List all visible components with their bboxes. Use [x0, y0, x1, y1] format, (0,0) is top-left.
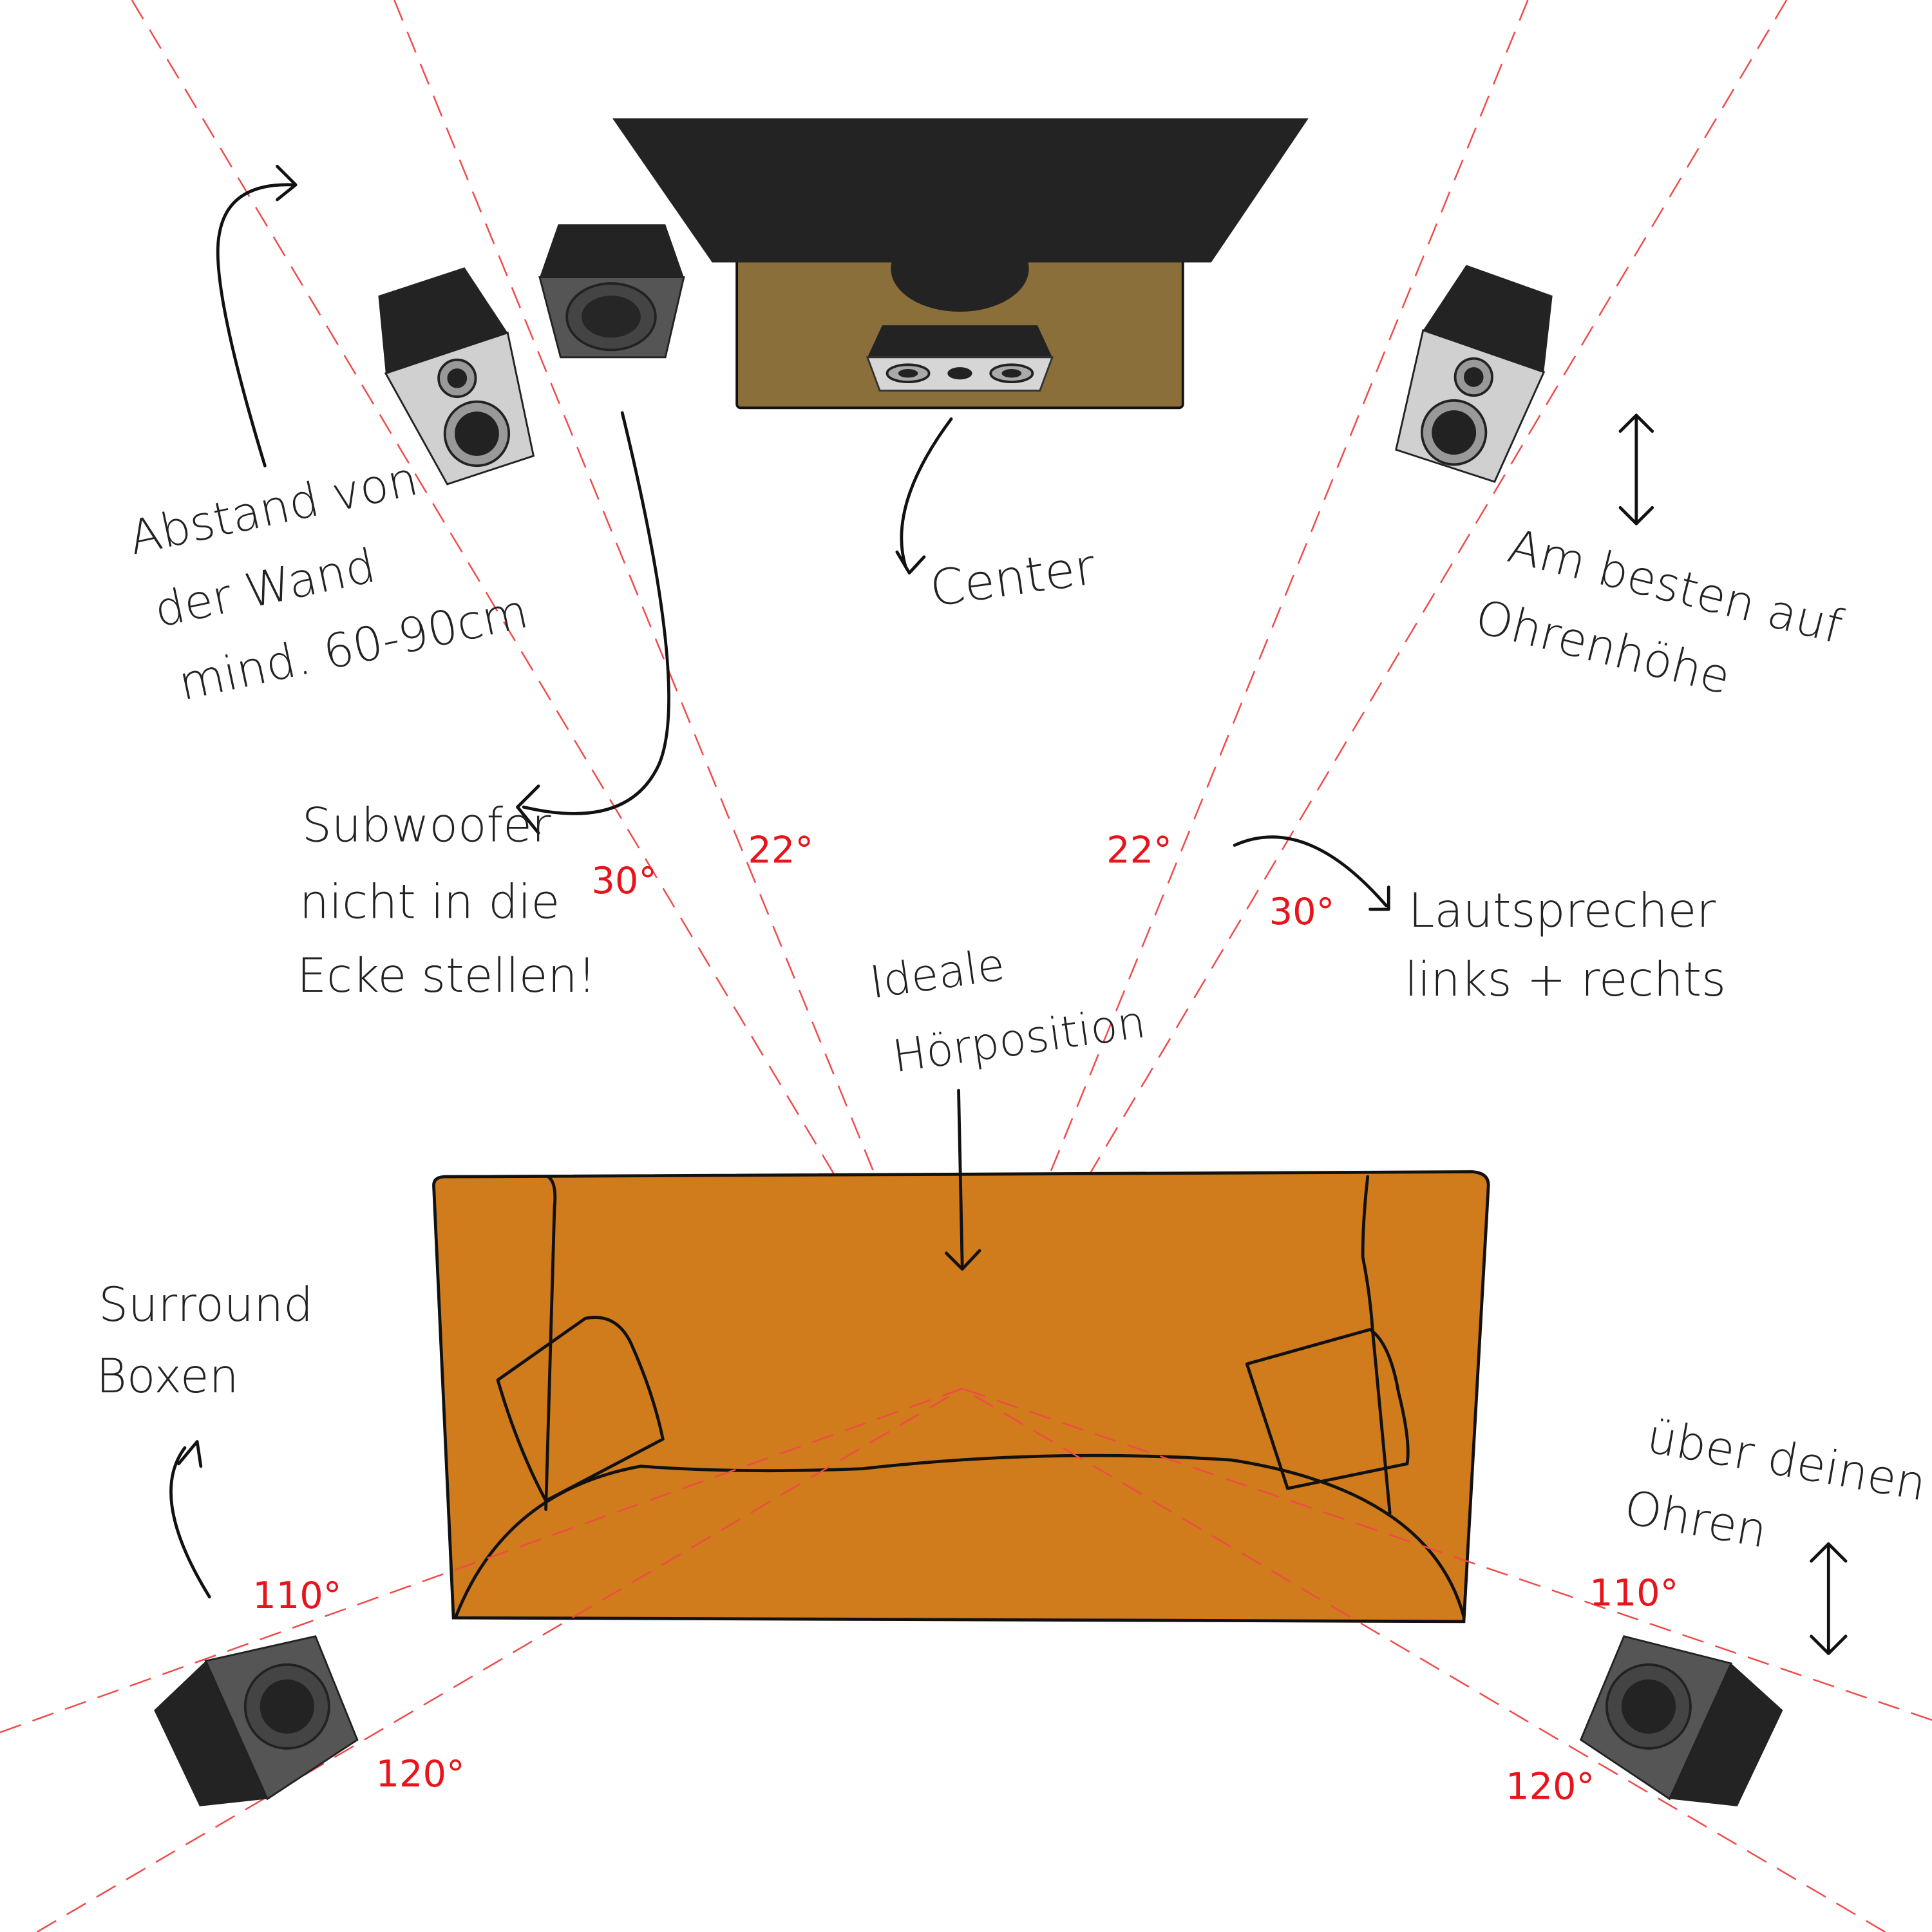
- surround-left-speaker: [154, 1635, 359, 1806]
- center-speaker: [866, 325, 1054, 392]
- ear-height-label: Am besten auf Ohrenhöhe: [1470, 516, 1862, 732]
- listening-position-label: Ideale Hörposition: [867, 921, 1149, 1084]
- angle-label-right-22: 22°: [1106, 828, 1172, 871]
- subwoofer-arrow: [516, 411, 670, 835]
- wall-distance-arrow: [216, 164, 298, 468]
- subwoofer: [538, 224, 685, 359]
- subwoofer-label: Subwoofer nicht in die Ecke stellen!: [297, 799, 596, 1003]
- angle-label-left-22: 22°: [748, 828, 813, 871]
- rear-angle-lines: [0, 1388, 1932, 1932]
- ray-front-left-30: [131, 0, 963, 1389]
- above-ears-label: über deinen Ohren: [1620, 1408, 1932, 1587]
- front-left-speaker: [378, 267, 535, 486]
- angle-label-rear-left-120: 120°: [376, 1752, 465, 1795]
- ray-front-left-22: [393, 0, 963, 1389]
- above-ears-arrow: [1810, 1542, 1848, 1655]
- front-speakers-label: Lautsprecher links + rechts: [1405, 884, 1730, 1007]
- tv: [612, 118, 1309, 263]
- angle-label-rear-right-120: 120°: [1506, 1765, 1595, 1808]
- angle-label-left-30: 30°: [591, 859, 657, 902]
- angle-label-rear-right-110: 110°: [1589, 1571, 1678, 1615]
- ray-front-right-30: [961, 0, 1788, 1389]
- surround-label: Surround Boxen: [96, 1278, 328, 1404]
- center-label: Center: [927, 538, 1099, 618]
- right-cushion: [1245, 1328, 1410, 1490]
- front-right-speaker: [1395, 265, 1553, 483]
- angle-label-rear-left-110: 110°: [252, 1574, 341, 1617]
- listening-position-arrow: [944, 1088, 981, 1271]
- ear-height-arrow: [1618, 413, 1654, 526]
- angle-lines: [131, 0, 1788, 1389]
- sofa: [432, 1170, 1490, 1624]
- center-arrow: [895, 417, 953, 575]
- surround-arrow: [169, 1440, 211, 1598]
- angle-label-right-30: 30°: [1269, 890, 1335, 933]
- annotation-arrows: [169, 164, 1848, 1655]
- surround-right-speaker: [1579, 1635, 1783, 1806]
- front-speakers-arrow: [1233, 835, 1390, 911]
- left-cushion: [496, 1316, 665, 1502]
- ray-front-right-22: [961, 0, 1529, 1389]
